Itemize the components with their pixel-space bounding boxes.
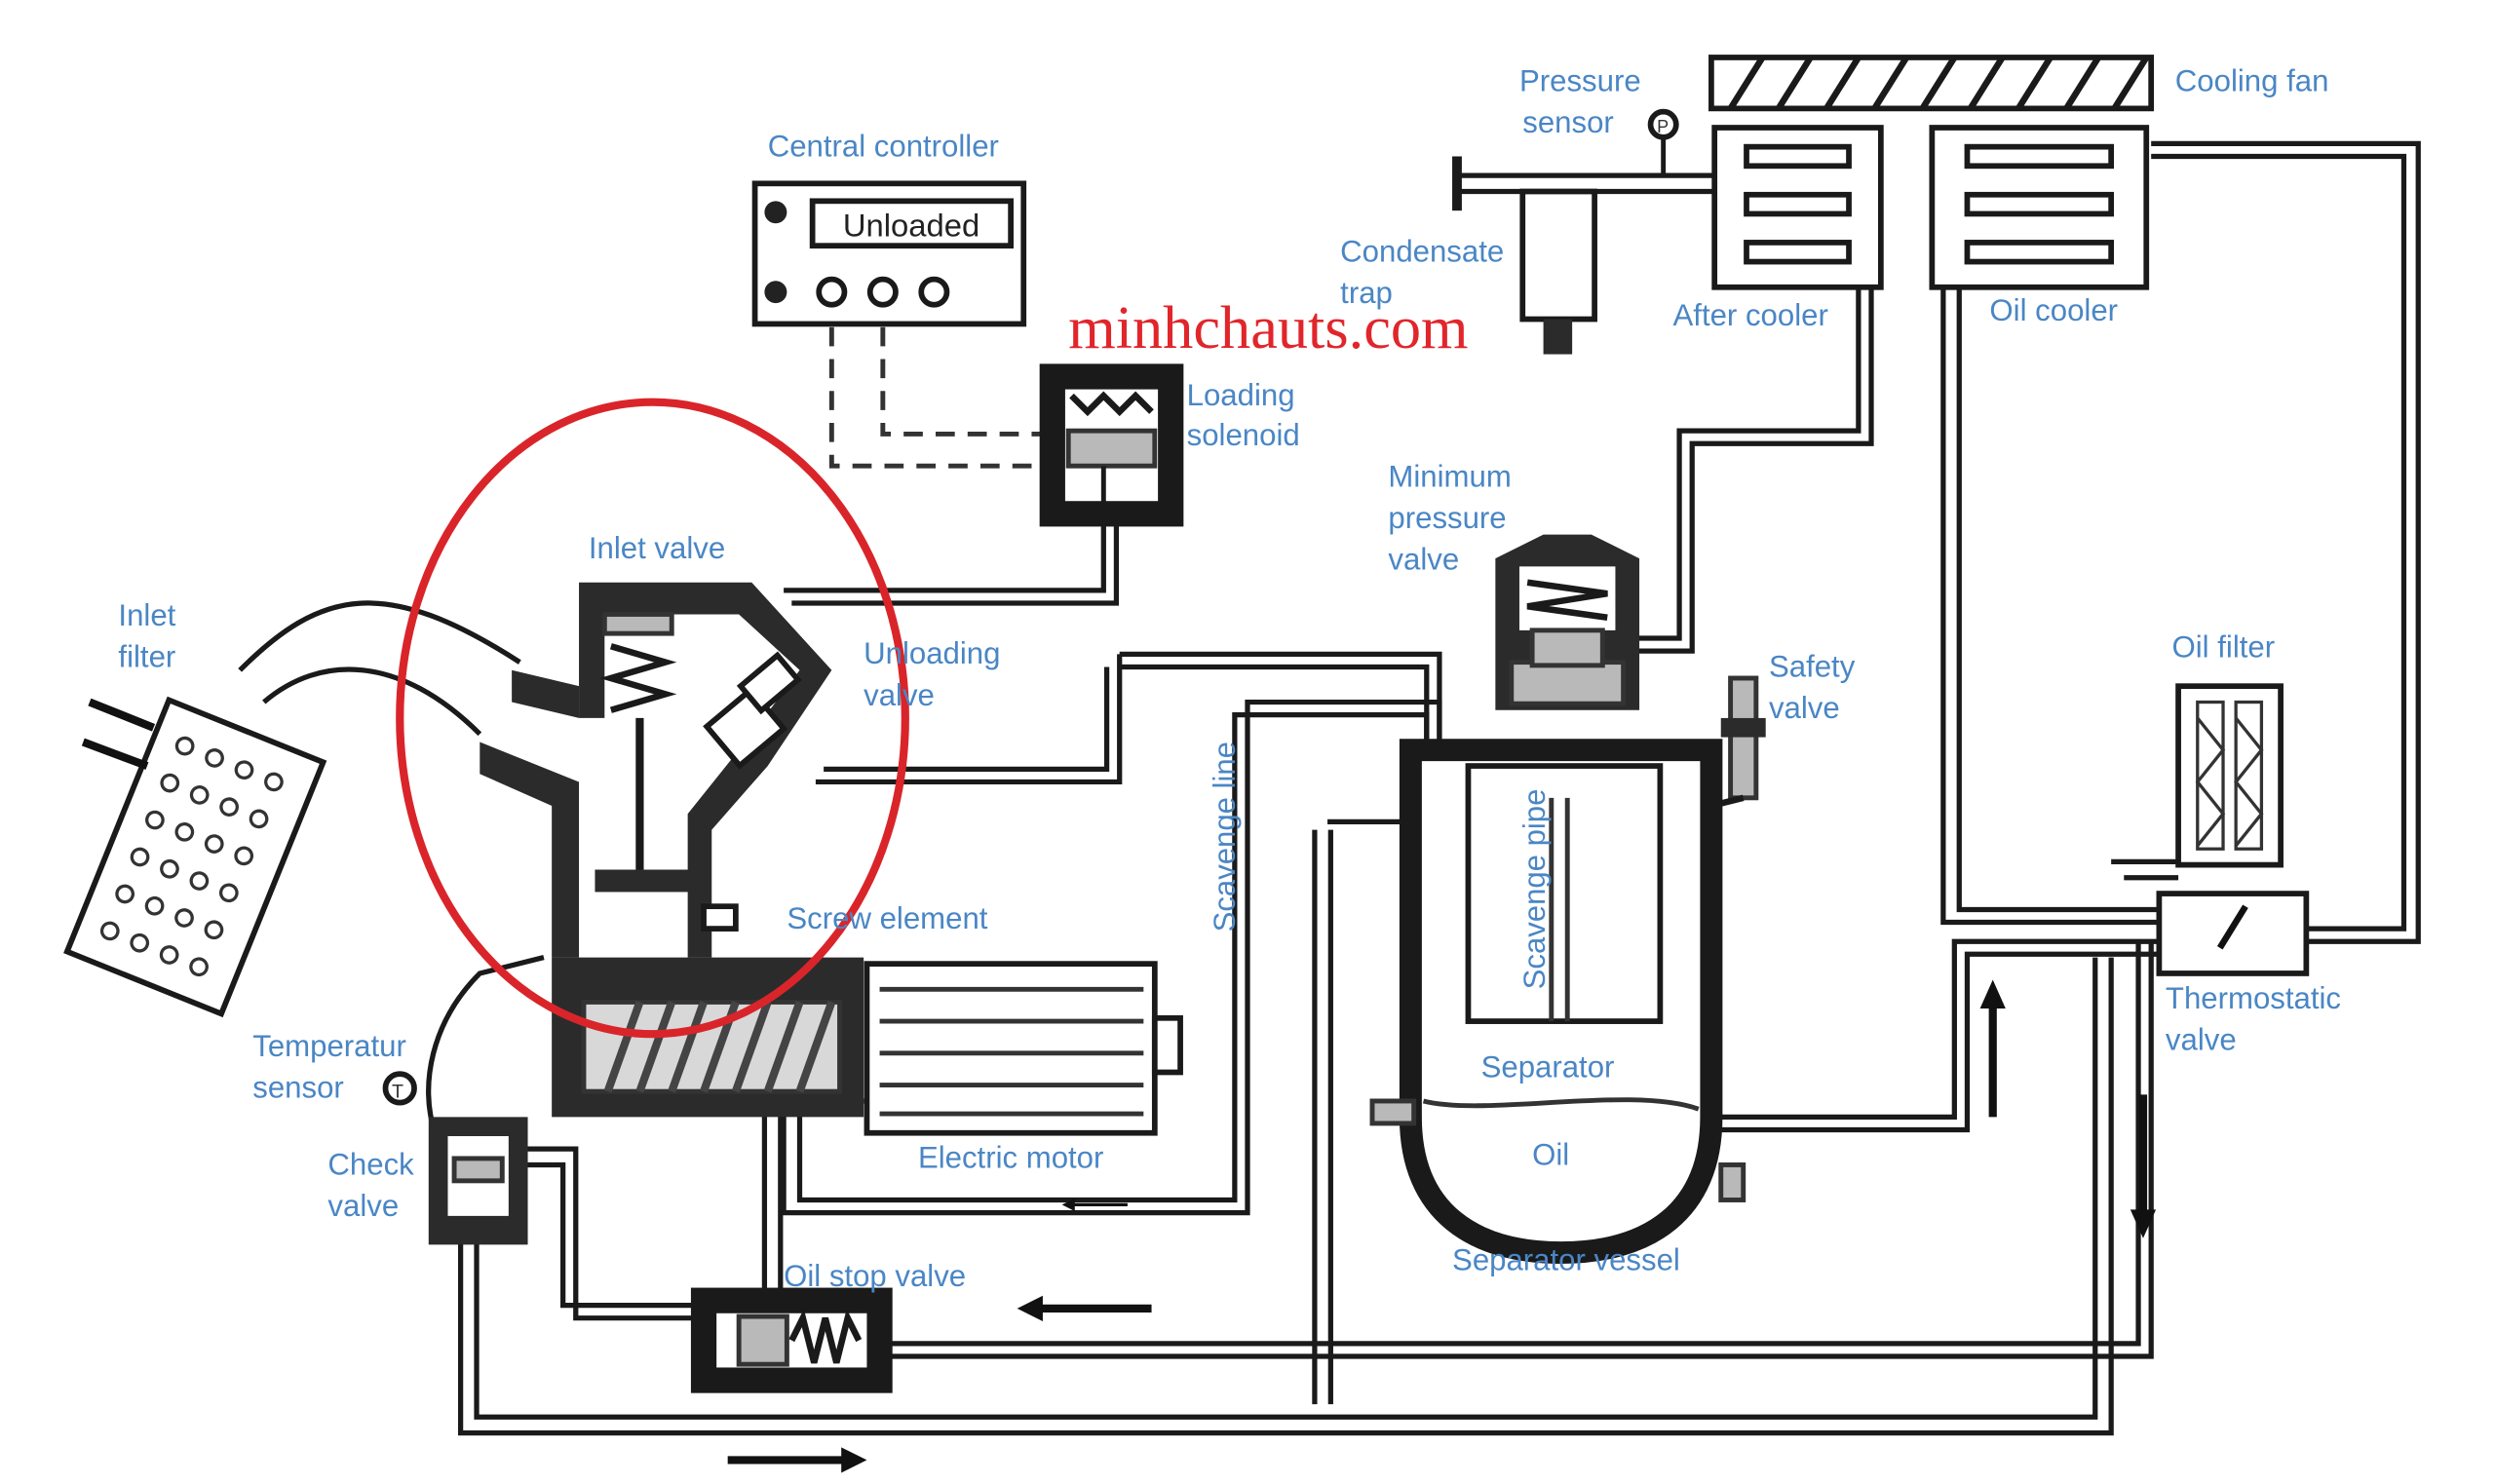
central-controller: Unloaded [751, 180, 1027, 327]
pressure-gauge: P [1647, 108, 1679, 176]
cooling-fan [1708, 55, 2155, 112]
label-cooling-fan: Cooling fan [2175, 63, 2329, 97]
label-screw-element: Screw element [787, 901, 987, 935]
oil-stop-valve [690, 1287, 893, 1393]
screw-element [552, 957, 864, 1118]
label-unloading-valve-line2: valve [864, 678, 935, 712]
label-pressure-sensor-line1: Pressure [1519, 63, 1641, 97]
label-pressure-sensor-line2: sensor [1522, 105, 1614, 139]
pipe-network [238, 140, 2421, 1436]
control-wiring [828, 326, 1056, 469]
label-min-pressure-valve-line3: valve [1388, 543, 1459, 577]
label-condensate-trap-line2: trap [1340, 276, 1393, 310]
label-safety-valve-line2: valve [1769, 691, 1840, 725]
label-oil-filter: Oil filter [2172, 630, 2276, 665]
label-loading-solenoid-line2: solenoid [1187, 418, 1300, 452]
label-separator: Separator [1481, 1049, 1615, 1084]
label-scavenge-pipe: Scavenge pipe [1517, 789, 1552, 990]
flow-arrows [727, 979, 2157, 1473]
label-oil-cooler: Oil cooler [1989, 293, 2118, 327]
after-cooler [1711, 125, 1884, 290]
label-after-cooler: After cooler [1673, 298, 1828, 332]
oil-cooler [1929, 125, 2150, 290]
temperature-gauge-symbol: T [392, 1082, 403, 1103]
label-temperature-sensor-line2: sensor [252, 1071, 344, 1105]
label-condensate-trap-line1: Condensate [1340, 235, 1504, 269]
label-inlet-filter-line1: Inlet [118, 598, 175, 632]
highlight-circle [396, 398, 909, 1039]
pressure-gauge-symbol: P [1657, 117, 1669, 136]
temperature-gauge: T [382, 1071, 417, 1106]
labels: Central controller Pressure sensor Cooli… [118, 63, 2341, 1293]
label-check-valve-line1: Check [327, 1147, 414, 1181]
controller-display: Unloaded [843, 207, 979, 243]
label-safety-valve-line1: Safety [1769, 649, 1856, 683]
label-loading-solenoid-line1: Loading [1187, 378, 1295, 412]
label-min-pressure-valve-line1: Minimum [1388, 460, 1511, 494]
label-thermostatic-valve-line2: valve [2166, 1023, 2237, 1057]
label-separator-vessel: Separator vessel [1452, 1243, 1680, 1277]
label-electric-motor: Electric motor [918, 1141, 1103, 1175]
label-oil: Oil [1532, 1138, 1569, 1172]
check-valve [428, 1117, 528, 1245]
oil-filter [2175, 683, 2284, 868]
loading-solenoid [1039, 363, 1184, 527]
minimum-pressure-valve [1495, 534, 1640, 710]
separator-vessel [1369, 739, 1746, 1265]
label-temperature-sensor-line1: Temperatur [252, 1029, 406, 1063]
label-oil-stop-valve: Oil stop valve [784, 1259, 966, 1293]
inlet-valve [480, 582, 832, 958]
label-unloading-valve-line1: Unloading [864, 636, 1000, 670]
label-inlet-filter-line2: filter [118, 640, 175, 674]
label-thermostatic-valve-line1: Thermostatic [2166, 981, 2341, 1015]
inlet-filter [63, 696, 327, 1018]
thermostatic-valve [2156, 891, 2310, 976]
condensate-trap [1452, 156, 1597, 355]
watermark: minhchauts.com [1068, 294, 1468, 361]
label-check-valve-line2: valve [327, 1189, 399, 1223]
electric-motor [864, 961, 1183, 1136]
label-scavenge-line: Scavenge line [1208, 742, 1242, 932]
label-central-controller: Central controller [768, 130, 999, 164]
filter-holes [99, 736, 284, 977]
label-inlet-valve: Inlet valve [589, 531, 725, 565]
label-min-pressure-valve-line2: pressure [1388, 501, 1506, 535]
